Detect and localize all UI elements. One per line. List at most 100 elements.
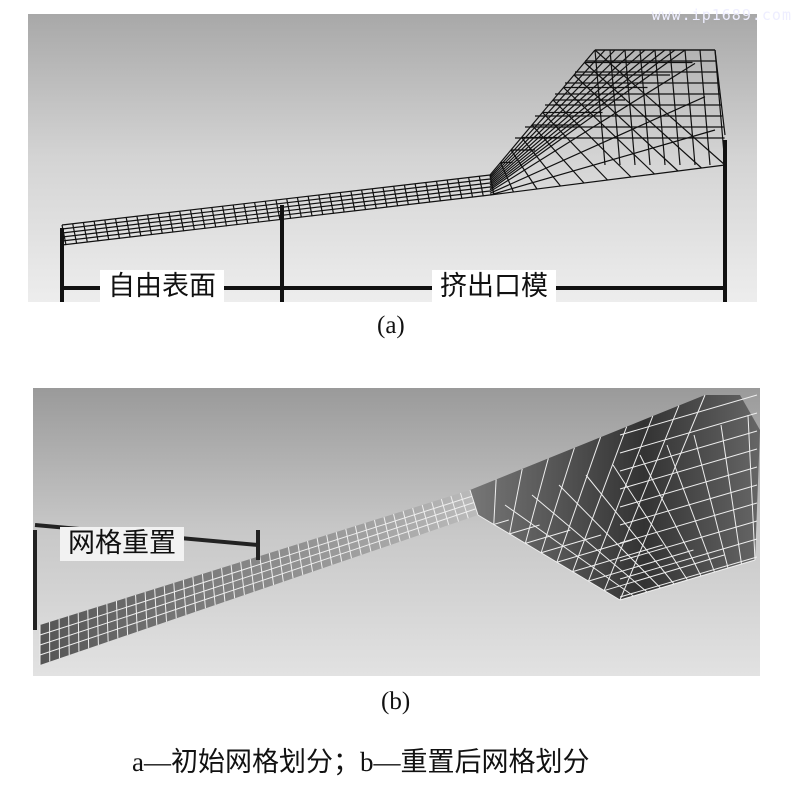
mesh-line <box>243 203 249 224</box>
mesh-line <box>619 559 756 601</box>
mesh-line <box>318 194 324 216</box>
mesh-line <box>639 454 702 577</box>
mesh-line <box>624 49 636 166</box>
mesh-line <box>619 538 758 580</box>
mesh-line <box>39 495 473 636</box>
mesh-line <box>179 211 185 232</box>
mesh-line <box>619 520 758 562</box>
mesh-line <box>361 189 367 211</box>
mesh-line <box>609 49 621 166</box>
mesh-line <box>457 178 463 199</box>
mesh-line <box>114 218 121 239</box>
mesh-line <box>254 202 260 223</box>
mesh-line <box>619 430 758 472</box>
label-remesh: 网格重置 <box>60 527 184 561</box>
mesh-line <box>104 219 110 241</box>
watermark: www.ip1689.com <box>651 6 792 24</box>
mesh-line <box>588 549 694 582</box>
figure-caption: a—初始网格划分；b—重置后网格划分 <box>132 747 590 777</box>
mesh-line <box>747 414 756 561</box>
mesh-line <box>714 49 726 136</box>
mesh-line <box>39 502 475 646</box>
mesh-line <box>61 178 491 230</box>
mesh-line <box>499 162 515 193</box>
mesh-line <box>619 466 758 508</box>
mesh-line <box>93 221 99 242</box>
mesh-line <box>573 74 679 172</box>
mesh-line <box>493 519 509 525</box>
mesh-line <box>720 424 742 565</box>
mesh-line <box>654 49 666 166</box>
mesh-line <box>147 214 153 236</box>
mesh-line <box>382 187 388 208</box>
mesh-line <box>157 213 163 234</box>
mesh-line <box>286 198 292 219</box>
mesh-line <box>393 186 399 207</box>
mesh-line <box>556 539 633 563</box>
mesh-line <box>572 426 628 572</box>
mesh-line <box>275 199 281 221</box>
mesh-line <box>489 49 606 178</box>
mesh-line <box>414 183 420 204</box>
mesh-line <box>666 444 715 573</box>
panel-a-initial-mesh <box>28 14 757 302</box>
mesh-line <box>585 474 675 585</box>
mesh-line <box>556 437 602 563</box>
mesh-line <box>540 447 575 553</box>
mesh-line <box>82 222 88 243</box>
mesh-line <box>446 179 452 201</box>
mesh-line <box>542 112 608 181</box>
mesh-line <box>619 448 758 490</box>
mesh-line <box>296 197 302 218</box>
mesh-line <box>669 49 681 166</box>
mesh-line <box>619 394 706 601</box>
mesh-line <box>699 49 711 166</box>
mesh-line <box>540 534 602 554</box>
mesh-line <box>200 208 206 229</box>
label-free-surface: 自由表面 <box>100 270 224 304</box>
mesh-line <box>403 184 409 206</box>
mesh-line <box>612 464 688 581</box>
mesh-line <box>584 62 702 169</box>
mesh-line <box>619 412 758 454</box>
mesh-line <box>435 181 442 202</box>
mesh-line <box>61 186 491 238</box>
mesh-line <box>563 87 655 175</box>
mesh-line <box>524 458 549 544</box>
mesh-line <box>619 394 758 436</box>
mesh-line <box>211 207 217 228</box>
mesh-line <box>168 212 174 233</box>
mesh-line <box>509 468 523 534</box>
mesh-line <box>328 193 335 214</box>
mesh-line <box>493 479 497 525</box>
mesh-line <box>189 209 195 231</box>
mesh-line <box>221 206 228 227</box>
mesh-line <box>72 223 78 244</box>
mesh-line <box>693 434 729 569</box>
mesh-line <box>521 137 561 187</box>
mesh-line <box>339 192 345 213</box>
mesh-line <box>307 196 313 217</box>
mesh-line <box>531 494 648 593</box>
mesh-line <box>531 124 585 184</box>
mesh-line <box>136 216 142 237</box>
mesh-line <box>489 164 726 196</box>
mesh-line <box>232 204 238 226</box>
mesh-line <box>489 49 666 188</box>
mesh-line <box>125 217 131 238</box>
mesh-line <box>510 149 538 190</box>
mesh-line <box>61 182 491 234</box>
mesh-line <box>371 188 377 209</box>
caption-a: (a) <box>377 312 405 339</box>
mesh-line <box>604 554 725 592</box>
label-extrusion-die: 挤出口模 <box>432 270 556 304</box>
mesh-line <box>594 49 606 166</box>
mesh-line <box>350 191 356 212</box>
caption-b: (b) <box>381 688 411 715</box>
mesh-line <box>39 508 477 656</box>
mesh-line <box>558 484 661 589</box>
mesh-line <box>478 176 484 197</box>
mesh-line <box>504 504 634 597</box>
mesh-line <box>425 182 431 203</box>
mesh-line <box>619 556 758 598</box>
